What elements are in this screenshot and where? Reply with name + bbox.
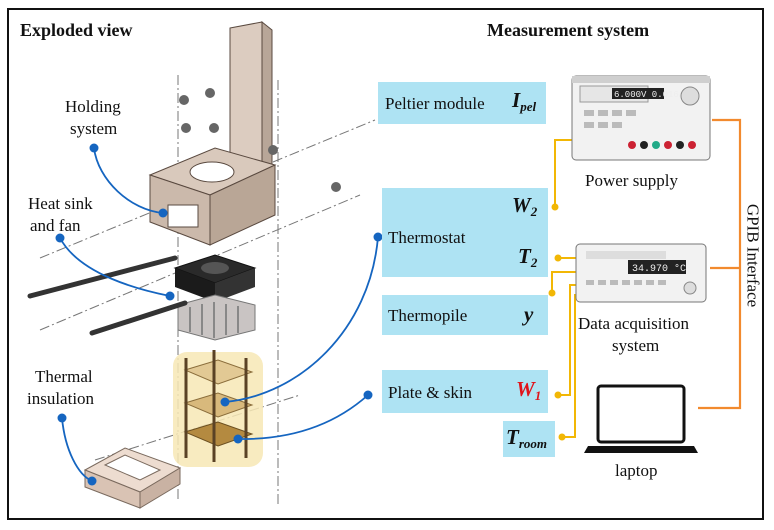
thermal-label-line1: Thermal: [35, 367, 93, 386]
thermostat-label: Thermostat: [388, 228, 466, 247]
peltier-box: [378, 82, 546, 124]
power-supply-label: Power supply: [585, 171, 679, 190]
exploded-view-title: Exploded view: [20, 20, 133, 40]
troom-box: [503, 421, 555, 457]
daq-device: 34.970 °C: [575, 243, 707, 303]
plate-label: Plate & skin: [388, 383, 473, 402]
plate-box: [382, 370, 548, 413]
plate-stack-part: [183, 350, 254, 462]
leader-dots: [55, 143, 383, 486]
daq-display-text: 34.970 °C: [632, 263, 686, 275]
yellow-dots: [548, 203, 566, 441]
peltier-label: Peltier module: [385, 94, 485, 113]
screws: [27, 255, 188, 336]
thermal-label-line2: insulation: [27, 389, 95, 408]
holding-system-part: [148, 20, 341, 246]
holding-label-line2: system: [70, 119, 118, 138]
ipel-symbol: Ipel: [512, 88, 537, 114]
thermal-insulation-part: [83, 447, 182, 509]
daq-label-line2: system: [612, 336, 660, 355]
thermopile-label: Thermopile: [388, 306, 468, 325]
t2-symbol: T2: [518, 244, 538, 270]
thermopile-box: [382, 295, 548, 335]
w1-symbol: W1: [516, 377, 542, 403]
troom-symbol: Troom: [506, 425, 547, 451]
heatsink-label-line2: and fan: [30, 216, 81, 235]
laptop-device: [584, 384, 698, 453]
thermostat-box: [382, 188, 548, 277]
gpib-wire: [698, 118, 742, 410]
power-supply-device: 6.000V 0.016A: [571, 75, 711, 161]
y-symbol: y: [524, 302, 534, 326]
measurement-system-title: Measurement system: [487, 20, 650, 40]
daq-label-line1: Data acquisition: [578, 314, 689, 333]
ps-display-text: 6.000V 0.016A: [614, 90, 685, 100]
heatsink-label-line1: Heat sink: [28, 194, 93, 213]
w2-symbol: W2: [512, 193, 538, 219]
holding-label-line1: Holding: [65, 97, 121, 116]
laptop-label: laptop: [615, 461, 658, 480]
gpib-interface-label: GPIB Interface: [743, 203, 763, 308]
heat-sink-fan-part: [173, 254, 257, 341]
